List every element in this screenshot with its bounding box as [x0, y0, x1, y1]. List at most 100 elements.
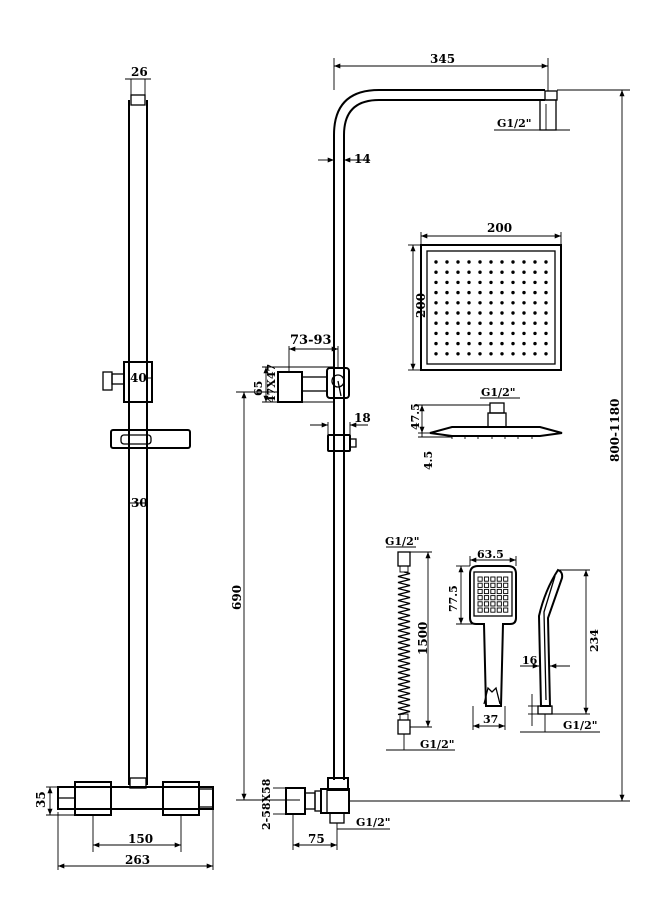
nozzle-dot	[511, 290, 515, 295]
nozzle-dot	[522, 311, 526, 315]
nozzle-dot	[445, 280, 449, 285]
nozzle-dot	[478, 301, 482, 305]
spray-cell	[490, 576, 496, 582]
dim-riser-diameter: 30	[131, 496, 148, 510]
handset-side	[520, 568, 600, 733]
nozzle-dot	[533, 301, 537, 305]
nozzle-dot	[434, 280, 438, 285]
nozzle-dot	[544, 301, 548, 305]
nozzle-dot	[533, 270, 537, 274]
nozzle-dot	[489, 331, 493, 336]
nozzle-dot	[489, 341, 493, 346]
nozzle-dot	[533, 280, 537, 285]
nozzle-dot	[544, 321, 548, 325]
dim-valve-width: 263	[125, 853, 150, 867]
nozzle-dot	[445, 290, 449, 295]
spray-cell	[503, 576, 509, 582]
nozzle-dot	[511, 352, 515, 356]
nozzle-dot	[544, 290, 548, 295]
nozzle-dot	[522, 321, 526, 325]
nozzle-dot	[434, 260, 438, 264]
nozzle-dot	[456, 311, 460, 315]
nozzle-dot	[445, 331, 449, 336]
nozzle-dot	[445, 321, 449, 325]
nozzle-dot	[533, 352, 537, 356]
nozzle-dot	[478, 352, 482, 356]
nozzle-dot	[467, 270, 471, 274]
nozzle-dot	[467, 321, 471, 325]
nozzle-dot	[478, 270, 482, 274]
spray-cell	[483, 601, 490, 607]
nozzle-dot	[522, 352, 526, 356]
nozzle-dot	[500, 290, 504, 295]
dim-bracket-height: 65	[252, 381, 265, 396]
dim-riser-to-valve: 690	[230, 585, 244, 610]
nozzle-dot	[500, 280, 504, 285]
nozzle-dot	[500, 270, 504, 274]
dim-head-width: 200	[487, 221, 512, 235]
nozzle-dot	[500, 331, 504, 336]
nozzle-dot	[456, 260, 460, 264]
nozzle-dot	[511, 301, 515, 305]
nozzle-dot	[478, 290, 482, 295]
nozzle-dot	[445, 311, 449, 315]
dim-hose-top-connection: G1/2"	[385, 535, 419, 548]
spray-cell	[496, 588, 502, 595]
spray-cell	[483, 595, 490, 601]
spray-cell	[483, 588, 490, 595]
nozzle-dot	[511, 270, 515, 274]
spray-cell	[483, 576, 490, 582]
front-view	[46, 78, 214, 870]
nozzle-dot	[511, 280, 515, 285]
nozzle-dot	[489, 290, 493, 295]
nozzle-dot	[511, 260, 515, 264]
nozzle-dot	[544, 311, 548, 315]
nozzle-dot	[533, 260, 537, 264]
dim-head-depth: 200	[414, 293, 428, 318]
nozzle-dot	[456, 321, 460, 325]
dim-inlet-projection: 75	[308, 832, 325, 846]
nozzle-dot	[522, 270, 526, 274]
dim-valve-height: 35	[34, 791, 48, 808]
spray-cell	[490, 582, 496, 588]
nozzle-dot	[456, 280, 460, 285]
nozzle-dot	[467, 280, 471, 285]
nozzle-dot	[511, 321, 515, 325]
nozzle-dot	[544, 270, 548, 274]
dim-handset-depth: 16	[522, 654, 538, 667]
dim-handset-length: 234	[588, 629, 601, 652]
nozzle-dot	[500, 341, 504, 346]
nozzle-dot	[533, 321, 537, 325]
nozzle-dot	[500, 311, 504, 315]
dim-handset-face-height: 77.5	[447, 585, 460, 612]
nozzle-dot	[478, 280, 482, 285]
nozzle-dot	[522, 290, 526, 295]
spray-cell	[490, 595, 496, 601]
nozzle-dot	[456, 290, 460, 295]
nozzle-dot	[544, 352, 548, 356]
dim-arm-connection: G1/2"	[497, 117, 531, 130]
dim-holder-width: 18	[354, 411, 371, 425]
nozzle-dot	[489, 280, 493, 285]
nozzle-dot	[434, 290, 438, 295]
nozzle-dot	[533, 331, 537, 336]
dim-riser-top: 26	[131, 65, 148, 79]
spray-cell	[490, 588, 496, 595]
dim-inlet-spec: 2-58X58	[260, 778, 273, 830]
nozzle-dot	[478, 311, 482, 315]
nozzle-dot	[522, 341, 526, 346]
spray-cell	[496, 595, 502, 601]
nozzle-dot	[511, 341, 515, 346]
dim-valve-centres: 150	[128, 832, 153, 846]
spray-cell	[496, 607, 502, 613]
nozzle-dot	[478, 331, 482, 336]
nozzle-dot	[489, 352, 493, 356]
nozzle-dot	[544, 331, 548, 336]
spray-cell	[496, 601, 502, 607]
spray-cell	[503, 601, 509, 607]
nozzle-dot	[522, 260, 526, 264]
nozzle-dot	[445, 301, 449, 305]
dim-bracket-section: 47X47	[265, 364, 278, 403]
spray-cell	[483, 582, 490, 588]
